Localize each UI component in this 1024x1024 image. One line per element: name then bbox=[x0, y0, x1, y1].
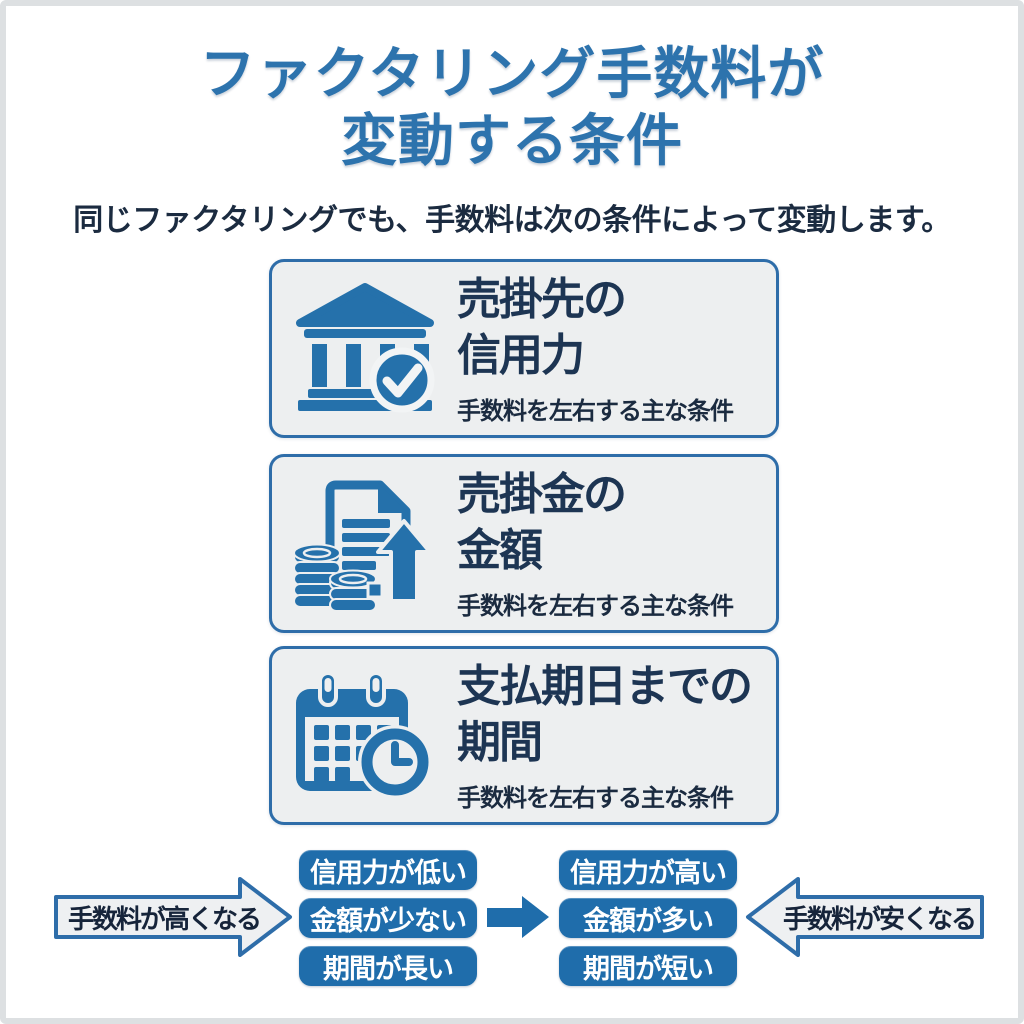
card-caption: 手数料を左右する主な条件 bbox=[457, 784, 734, 812]
card-title: 売掛金の 金額 bbox=[457, 467, 770, 579]
card-title-line1: 支払期日までの bbox=[457, 661, 753, 711]
condition-badge: 金額が多い bbox=[559, 898, 737, 938]
page-title-line1: ファクタリング手数料が bbox=[199, 42, 825, 105]
page-title: ファクタリング手数料が 変動する条件 bbox=[6, 40, 1018, 174]
low-fee-conditions: 信用力が高い 金額が多い 期間が短い bbox=[559, 850, 737, 986]
card-payment-period: 支払期日までの 期間 手数料を左右する主な条件 bbox=[269, 646, 779, 825]
card-customer-credit-text: 売掛先の 信用力 手数料を左右する主な条件 bbox=[457, 272, 776, 426]
condition-badge: 期間が短い bbox=[559, 946, 737, 986]
card-title-line1: 売掛先の bbox=[457, 274, 627, 324]
card-receivable-amount: 売掛金の 金額 手数料を左右する主な条件 bbox=[269, 454, 779, 633]
fee-increase-arrow: 手数料が高くなる bbox=[54, 877, 294, 957]
right-outline-arrow-icon bbox=[54, 877, 292, 957]
transition-arrow-icon bbox=[487, 896, 549, 938]
coin-stack-right bbox=[328, 569, 377, 612]
card-title-line1: 売掛金の bbox=[457, 469, 627, 519]
card-title: 支払期日までの 期間 bbox=[457, 659, 770, 771]
card-caption: 手数料を左右する主な条件 bbox=[457, 397, 734, 425]
left-outline-arrow-icon bbox=[746, 877, 984, 957]
card-title-line2: 期間 bbox=[457, 717, 543, 767]
invoice-coins-arrow-icon-svg bbox=[292, 480, 432, 612]
high-fee-conditions: 信用力が低い 金額が少ない 期間が長い bbox=[299, 850, 477, 986]
condition-badge: 金額が少ない bbox=[299, 898, 477, 938]
condition-badge: 期間が長い bbox=[299, 946, 477, 986]
condition-badge: 信用力が低い bbox=[299, 850, 477, 890]
fee-decrease-arrow: 手数料が安くなる bbox=[744, 877, 984, 957]
card-customer-credit: 売掛先の 信用力 手数料を左右する主な条件 bbox=[269, 259, 779, 438]
card-title: 売掛先の 信用力 bbox=[457, 272, 770, 384]
card-title-line2: 金額 bbox=[457, 525, 543, 575]
card-caption: 手数料を左右する主な条件 bbox=[457, 592, 734, 620]
coin-stack-left bbox=[292, 543, 341, 608]
page-subtitle: 同じファクタリングでも、手数料は次の条件によって変動します。 bbox=[73, 204, 951, 237]
bank-check-icon bbox=[272, 281, 457, 416]
card-payment-period-text: 支払期日までの 期間 手数料を左右する主な条件 bbox=[457, 659, 776, 813]
card-receivable-amount-text: 売掛金の 金額 手数料を左右する主な条件 bbox=[457, 467, 776, 621]
calendar-clock-icon bbox=[272, 667, 457, 805]
page-title-line2: 変動する条件 bbox=[341, 109, 683, 172]
condition-badge: 信用力が高い bbox=[559, 850, 737, 890]
invoice-coins-arrow-icon bbox=[272, 475, 457, 613]
fee-increase-label: 手数料が高くなる bbox=[67, 903, 262, 934]
fee-decrease-label: 手数料が安くなる bbox=[782, 903, 977, 934]
card-title-line2: 信用力 bbox=[457, 330, 585, 380]
bank-check-icon-svg bbox=[295, 283, 434, 413]
calendar-clock-icon-svg bbox=[295, 670, 432, 799]
